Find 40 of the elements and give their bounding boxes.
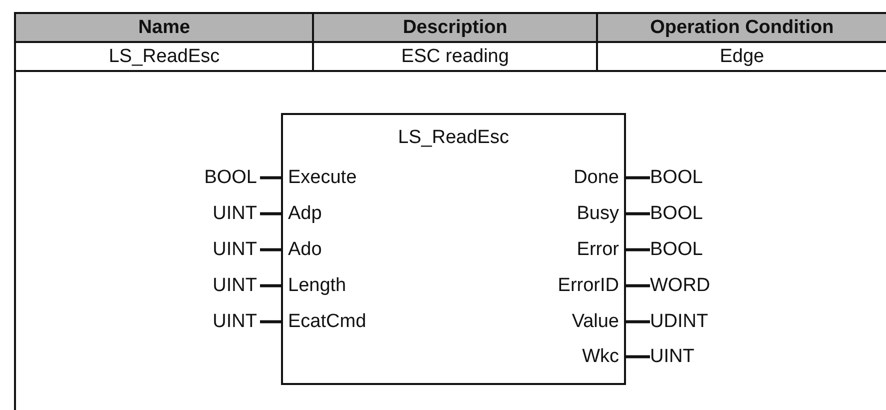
pin-line [260,320,283,324]
pin-line [260,212,283,216]
pin-line [624,248,650,252]
data-type: BOOL [650,239,703,261]
pin-line [624,355,650,358]
output-pin-name: Value [572,310,624,332]
pin-line [624,320,650,324]
table-cell: LS_ReadEsc [15,42,314,71]
output-pin-name: Done [574,166,624,188]
pin-line [260,176,283,180]
output-pin-name: Wkc [582,346,624,368]
output-pin-name: Busy [576,202,624,224]
pin-line [260,248,283,252]
pin-line [624,284,650,288]
data-type: UINT [212,203,257,225]
data-type: UINT [212,239,257,261]
column-header: Operation Condition [596,13,886,42]
data-type: UINT [212,275,257,297]
block-title: LS_ReadEsc [397,127,510,149]
pin-line [260,284,283,288]
input-pin-name: Ado [283,238,322,260]
function-block [281,113,626,385]
data-type: BOOL [650,167,703,189]
data-type: BOOL [650,203,703,225]
pin-line [624,176,650,180]
table-cell: ESC reading [313,42,597,71]
column-header: Name [15,13,314,42]
pin-line [624,212,650,216]
data-type: UDINT [650,311,708,333]
output-pin-name: ErrorID [558,274,624,296]
column-header: Description [313,13,597,42]
data-type: UINT [650,346,694,368]
input-pin-name: Adp [283,202,322,224]
data-type: UINT [212,311,257,333]
input-pin-name: EcatCmd [283,310,366,332]
data-type: BOOL [204,167,257,189]
input-pin-name: Length [283,274,346,296]
input-pin-name: Execute [283,166,357,188]
output-pin-name: Error [576,238,624,260]
data-type: WORD [650,275,710,297]
